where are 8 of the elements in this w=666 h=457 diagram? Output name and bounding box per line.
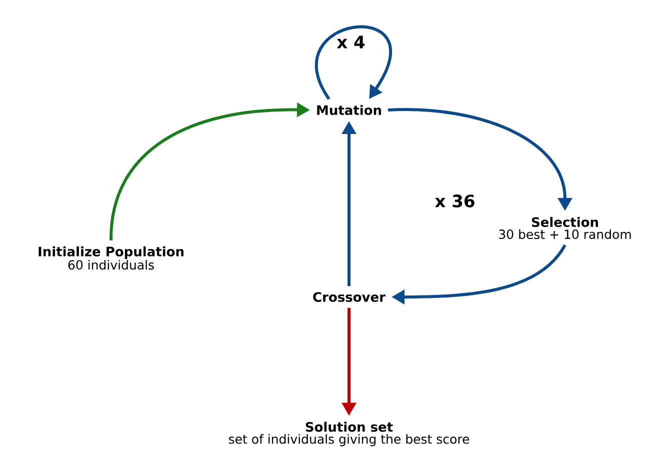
step-label: Solution set set of individuals giving the best score: [228, 422, 470, 446]
step-label: Selection 30 best + 10 random: [499, 216, 631, 240]
step-label: Mutation: [317, 104, 381, 116]
step-label: Initialize Population 60 individuals: [38, 246, 184, 270]
arrow: [314, 26, 392, 100]
step-label: Crossover: [313, 292, 386, 302]
edge-label: x 4: [336, 34, 366, 50]
iteration-count: x 36: [434, 194, 474, 208]
